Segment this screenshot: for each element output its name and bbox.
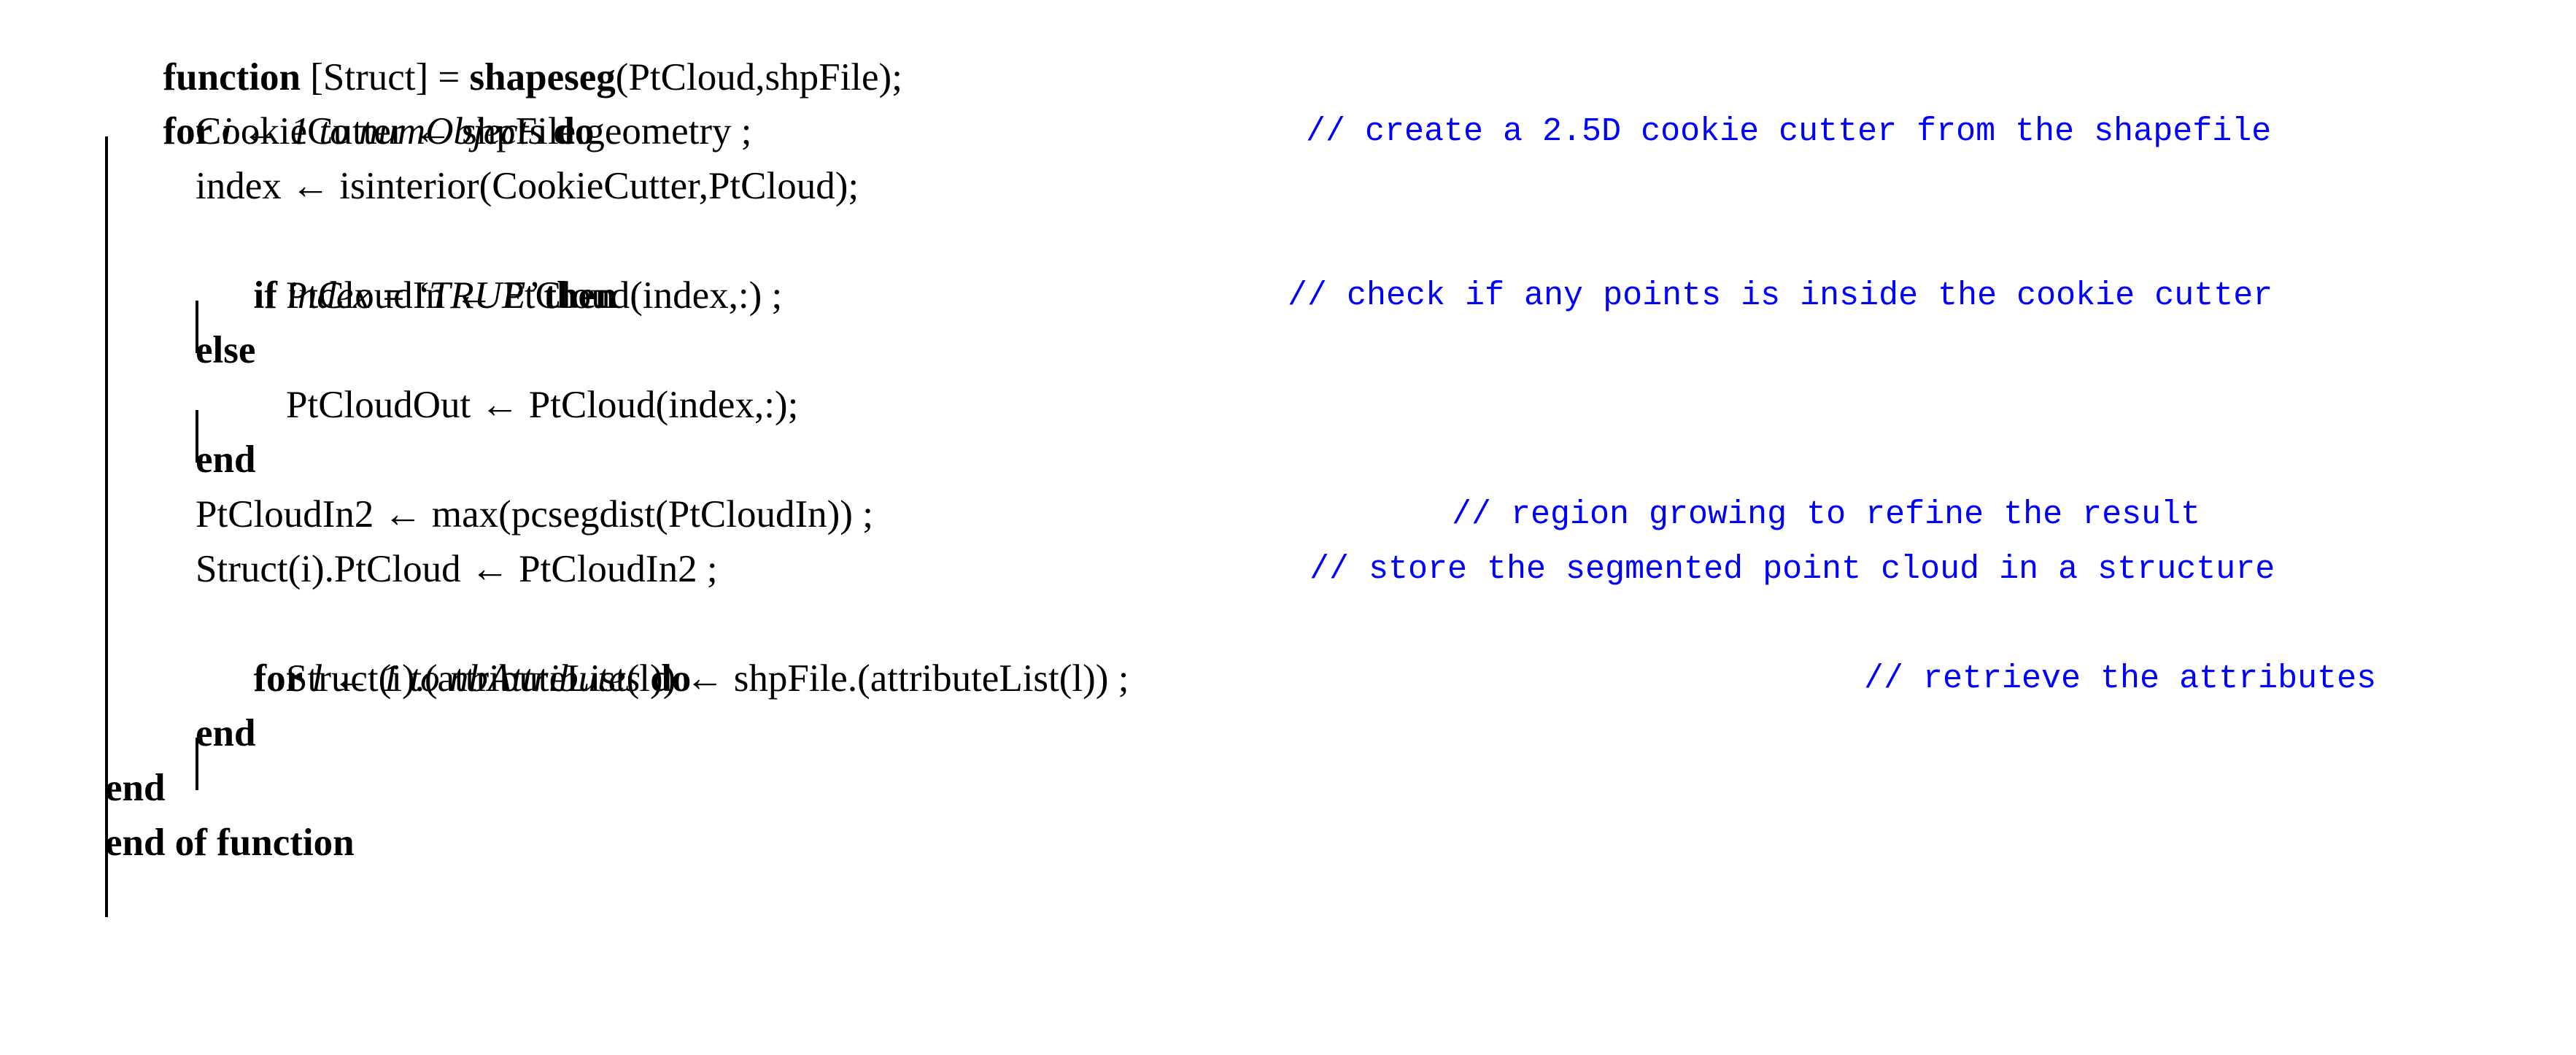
code-line-if-index-true: if index = ‘TRUE’ then (0, 214, 2576, 317)
keyword-for-inner: for (253, 657, 312, 700)
code-text-inner-for: for l ← 1 to nbAttributes do (196, 597, 692, 761)
comment-struct-ptcloud: // store the segmented point cloud in a … (1310, 551, 2275, 588)
code-text-signature: function [Struct] = shapeseg(PtCloud,shp… (105, 0, 902, 160)
comment-cookie-cutter: // create a 2.5D cookie cutter from the … (1306, 113, 2272, 150)
condition-index-true: index = ‘TRUE’ (287, 274, 544, 317)
keyword-do: do (553, 110, 595, 152)
code-text-if-index-true: if index = ‘TRUE’ then (196, 214, 617, 378)
code-line-struct-ptcloud: Struct(i).PtCloud ← PtCloudIn2 ; // stor… (0, 542, 2576, 597)
indent-bar-if-branch (196, 301, 198, 353)
code-text-outer-for: for i ← 1 to numObjects do (105, 50, 595, 214)
code-line-signature: function [Struct] = shapeseg(PtCloud,shp… (0, 0, 2576, 98)
function-name-shapeseg: shapeseg (469, 56, 616, 98)
keyword-if: if (253, 274, 287, 317)
code-text-ptcloudin: PtCloudIn ← PtCloud(index,:) ; (286, 274, 783, 317)
code-line-else: else (0, 323, 2576, 378)
keyword-else: else (196, 329, 256, 371)
code-line-cookie-cutter: CookieCutter ← shpFile.geometry ; // cre… (0, 104, 2576, 159)
code-line-ptcloudout: PtCloudOut ← PtCloud(index,:); (0, 378, 2576, 433)
indent-bar-outer-for (105, 136, 108, 917)
comment-ptcloudin2: // region growing to refine the result (1452, 496, 2201, 533)
code-text-ptcloudin2: PtCloudIn2 ← max(pcsegdist(PtCloudIn)) ; (196, 493, 873, 536)
code-line-outer-for: for i ← 1 to numObjects do (0, 50, 2576, 152)
loop-range-l: l ← 1 to nbAttributes (312, 657, 651, 700)
keyword-do-inner: do (650, 657, 692, 700)
comment-ptcloudin: // check if any points is inside the coo… (1288, 277, 2273, 314)
code-line-end-if: end (0, 433, 2576, 487)
keyword-end-outer-for: end (105, 767, 166, 809)
keyword-end-inner-for: end (196, 712, 256, 754)
comment-struct-attribute: // retrieve the attributes (1864, 660, 2377, 697)
code-line-end-of-function: end of function (0, 816, 2576, 870)
keyword-then: then (544, 274, 617, 317)
keyword-end-of-function: end of function (105, 822, 355, 864)
code-line-end-outer-for: end (0, 761, 2576, 816)
keyword-for: for (163, 110, 222, 152)
code-text-index-isinterior: index ← isinterior(CookieCutter,PtCloud)… (196, 165, 859, 207)
code-line-struct-attribute: Struct(i).(attributeList(l)) ← shpFile.(… (0, 652, 2576, 706)
signature-args: (PtCloud,shpFile); (615, 56, 902, 98)
code-line-end-inner-for: end (0, 706, 2576, 761)
code-text-struct-attribute: Struct(i).(attributeList(l)) ← shpFile.(… (286, 657, 1129, 700)
signature-return: [Struct] = (310, 56, 470, 98)
indent-bar-else-branch (196, 410, 198, 463)
code-line-ptcloudin2: PtCloudIn2 ← max(pcsegdist(PtCloudIn)) ;… (0, 487, 2576, 542)
keyword-end-if: end (196, 438, 256, 481)
code-text-ptcloudout: PtCloudOut ← PtCloud(index,:); (286, 384, 799, 426)
code-text-cookie-cutter: CookieCutter ← shpFile.geometry ; (196, 110, 752, 152)
loop-range-i: i ← 1 to numObjects (221, 110, 554, 152)
code-text-struct-ptcloud: Struct(i).PtCloud ← PtCloudIn2 ; (196, 548, 718, 590)
code-line-ptcloudin: PtCloudIn ← PtCloud(index,:) ; // check … (0, 268, 2576, 323)
indent-bar-inner-for (196, 738, 198, 790)
code-line-index-isinterior: index ← isinterior(CookieCutter,PtCloud)… (0, 159, 2576, 214)
code-line-inner-for: for l ← 1 to nbAttributes do (0, 597, 2576, 700)
keyword-function: function (163, 56, 311, 98)
